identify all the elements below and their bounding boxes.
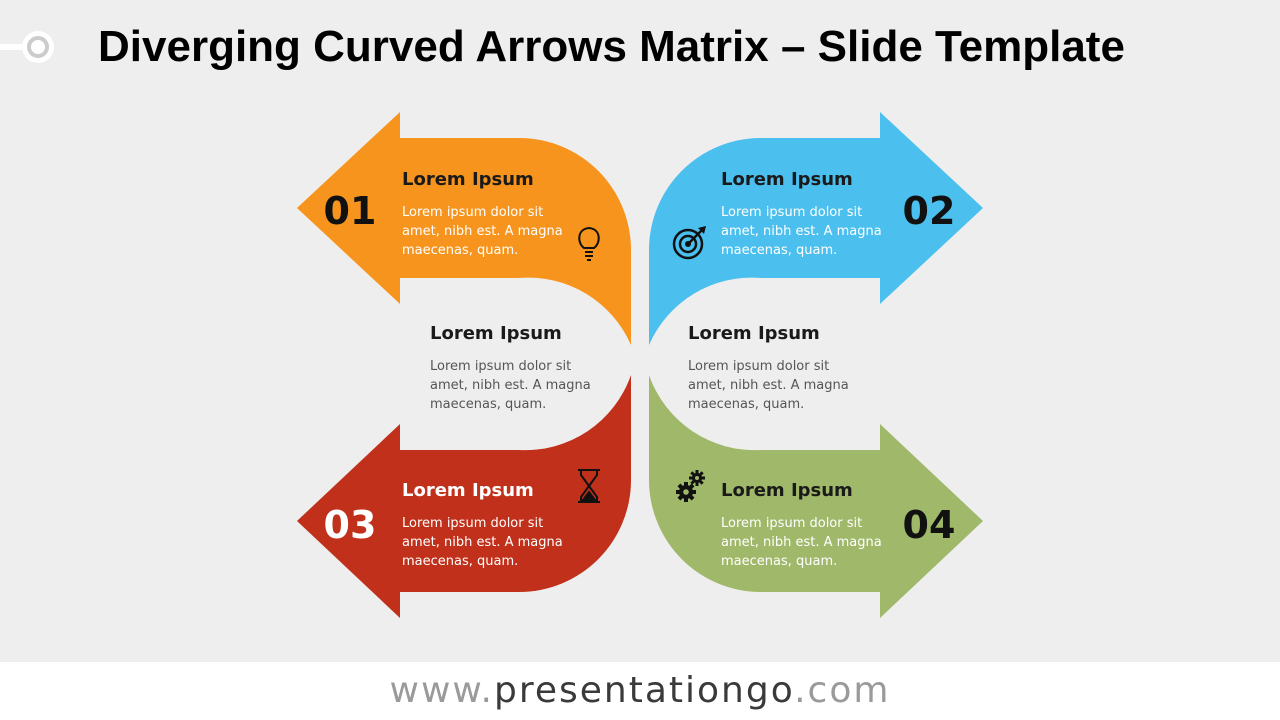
hourglass-icon xyxy=(578,469,600,503)
arrow-01-body-line-2: amet, nibh est. A magna xyxy=(402,224,563,239)
arrow-03-number: 03 xyxy=(324,503,377,547)
center-right-heading: Lorem Ipsum xyxy=(688,323,820,344)
arrow-03-body-line-1: Lorem ipsum dolor sit xyxy=(402,516,543,531)
arrow-02-body-line-2: amet, nibh est. A magna xyxy=(721,224,882,239)
footer-website: www.presentationgo.com xyxy=(0,662,1280,720)
arrow-03-body-line-3: maecenas, quam. xyxy=(402,554,518,569)
arrow-04-body-line-2: amet, nibh est. A magna xyxy=(721,535,882,550)
slide-background xyxy=(0,0,1280,662)
arrow-02-shape xyxy=(649,112,983,345)
arrow-01-heading: Lorem Ipsum xyxy=(402,169,534,190)
target-icon xyxy=(672,226,706,260)
footer-brand: presentationgo xyxy=(494,670,795,711)
center-right-body-line-3: maecenas, quam. xyxy=(688,397,804,412)
arrow-03-body-line-2: amet, nibh est. A magna xyxy=(402,535,563,550)
center-left-body-line-1: Lorem ipsum dolor sit xyxy=(430,359,571,374)
gears-icon xyxy=(676,470,705,502)
logo-icon xyxy=(0,31,54,63)
arrow-03-shape xyxy=(297,375,631,618)
arrow-04-number: 04 xyxy=(903,503,956,547)
arrow-02-body-line-1: Lorem ipsum dolor sit xyxy=(721,205,862,220)
arrow-02-body-line-3: maecenas, quam. xyxy=(721,243,837,258)
center-left-heading: Lorem Ipsum xyxy=(430,323,562,344)
arrow-04-body-line-3: maecenas, quam. xyxy=(721,554,837,569)
arrow-04-body-line-1: Lorem ipsum dolor sit xyxy=(721,516,862,531)
arrow-01-body-line-3: maecenas, quam. xyxy=(402,243,518,258)
lightbulb-icon xyxy=(578,226,600,261)
diverging-arrows-diagram: 01 02 03 04 Lorem Ipsum Lorem ipsum dolo… xyxy=(297,112,983,618)
arrow-01-body-line-1: Lorem ipsum dolor sit xyxy=(402,205,543,220)
slide-title: Diverging Curved Arrows Matrix – Slide T… xyxy=(98,22,1125,71)
center-left-body-line-2: amet, nibh est. A magna xyxy=(430,378,591,393)
center-left-body-line-3: maecenas, quam. xyxy=(430,397,546,412)
arrow-01-number: 01 xyxy=(324,189,377,233)
center-right-body-line-2: amet, nibh est. A magna xyxy=(688,378,849,393)
footer-suffix: .com xyxy=(794,670,891,711)
arrow-04-heading: Lorem Ipsum xyxy=(721,480,853,501)
arrow-02-heading: Lorem Ipsum xyxy=(721,169,853,190)
arrow-01-shape xyxy=(297,112,631,345)
arrow-04-shape xyxy=(649,375,983,618)
center-right-body-line-1: Lorem ipsum dolor sit xyxy=(688,359,829,374)
arrow-02-number: 02 xyxy=(903,189,956,233)
arrow-03-heading: Lorem Ipsum xyxy=(402,480,534,501)
footer-prefix: www. xyxy=(389,670,494,711)
